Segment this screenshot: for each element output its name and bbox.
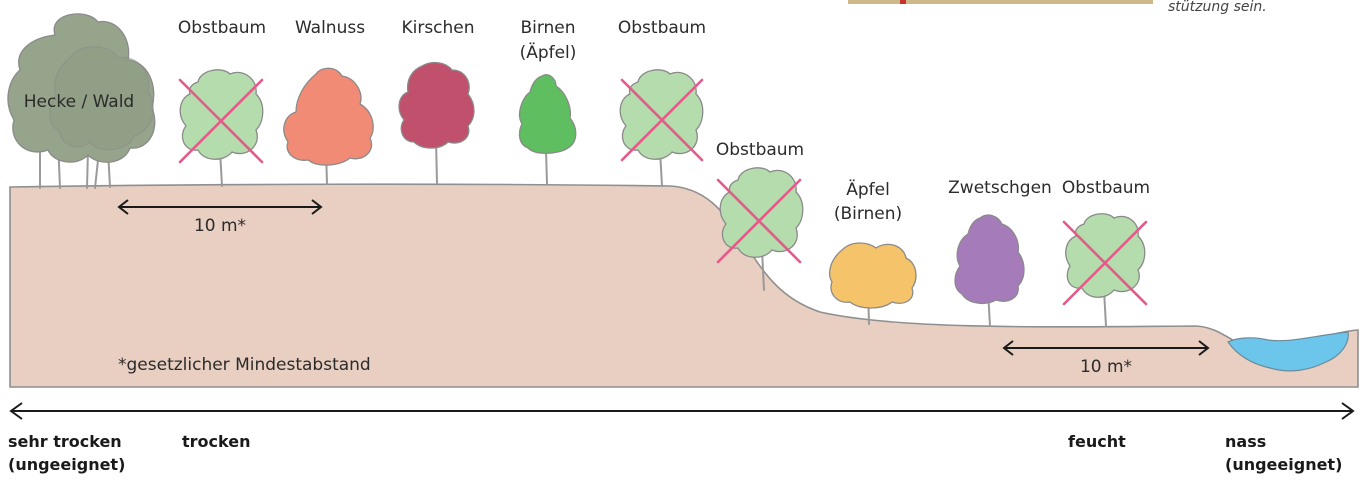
tree-plums: Zwetschgen — [948, 178, 1052, 326]
moisture-scale-arrow — [11, 403, 1353, 419]
tree-walnut: Walnuss — [284, 18, 373, 184]
photo-fragment — [848, 0, 1153, 4]
hedge-forest: Hecke / Wald — [8, 14, 155, 188]
tree-label-cherries: Kirschen — [401, 18, 474, 38]
tree-label-apples-1: Äpfel — [846, 179, 890, 200]
tree-fruit-unsuitable-2: Obstbaum — [618, 18, 706, 186]
tree-apples: Äpfel (Birnen) — [830, 179, 916, 324]
tree-label-pears-2: (Äpfel) — [520, 42, 577, 63]
tree-fruit-unsuitable-1: Obstbaum — [178, 18, 266, 186]
scale-wet-1: nass — [1225, 432, 1266, 451]
tree-label-apples-2: (Birnen) — [834, 204, 902, 224]
tree-label-fruit-2: Obstbaum — [618, 18, 706, 38]
tree-label-pears-1: Birnen — [520, 18, 575, 38]
legal-note: *gesetzlicher Mindestabstand — [118, 355, 371, 375]
scale-wet-2: (ungeeignet) — [1225, 455, 1342, 474]
tree-label-fruit-1: Obstbaum — [178, 18, 266, 38]
tree-label-fruit-3: Obstbaum — [1062, 178, 1150, 198]
scale-very-dry-1: sehr trocken — [8, 432, 122, 451]
hedge-label: Hecke / Wald — [24, 92, 134, 112]
tree-label-fruit-slope: Obstbaum — [716, 140, 804, 160]
scale-very-dry-2: (ungeeignet) — [8, 455, 125, 474]
distance-left-label: 10 m* — [194, 216, 246, 236]
scale-moist: feucht — [1068, 432, 1126, 451]
tree-label-plums: Zwetschgen — [948, 178, 1052, 198]
photo-fragment-accent — [900, 0, 906, 4]
tree-pears: Birnen (Äpfel) — [520, 18, 577, 184]
caption-fragment: stützung sein. — [1168, 0, 1267, 15]
tree-cherries: Kirschen — [399, 18, 474, 183]
scale-dry: trocken — [182, 432, 250, 451]
tree-fruit-unsuitable-3: Obstbaum — [1062, 178, 1150, 326]
tree-label-walnut: Walnuss — [295, 18, 365, 38]
distance-right-label: 10 m* — [1080, 357, 1132, 377]
